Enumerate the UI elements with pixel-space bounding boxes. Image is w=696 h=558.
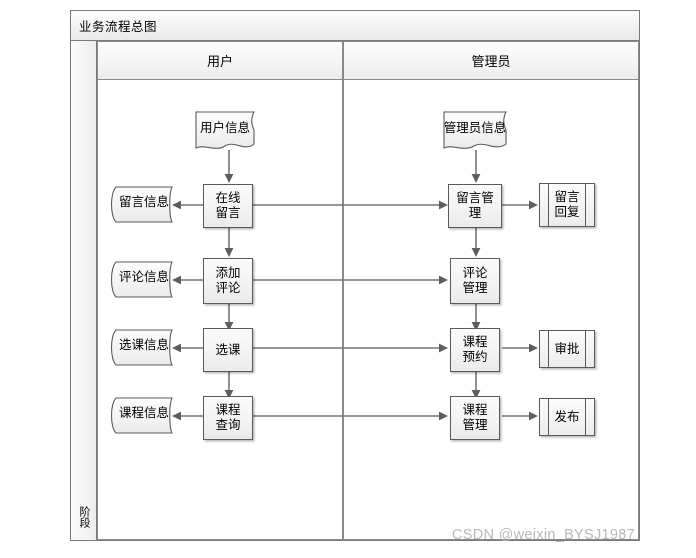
node-msg-mgmt[interactable]: 留言管理 [448,184,502,228]
connector-online-msg-to-msg-info [172,198,206,212]
node-user-info[interactable]: 用户信息 [190,110,260,152]
connector-add-comment-to-comment-info [172,273,206,287]
lane-header-user-label: 用户 [206,55,233,70]
node-msg-info[interactable]: 留言信息 [108,184,180,226]
node-query-course[interactable]: 课程查询 [203,396,253,440]
node-online-msg[interactable]: 在线留言 [203,184,253,228]
phase-label: 阶段 [78,506,91,528]
node-publish[interactable]: 发布 [539,398,595,436]
connector-msg-mgmt-to-msg-reply [502,198,538,212]
connector-add-comment-to-select-course [222,304,236,332]
node-comment-mgmt[interactable]: 评论管理 [450,258,500,304]
node-course-sel-info[interactable]: 选课信息 [108,327,180,369]
connector-admin-info-to-msg-mgmt [469,150,483,184]
node-comment-mgmt-label: 评论管理 [462,265,488,295]
node-comment-info[interactable]: 评论信息 [108,259,180,301]
node-add-comment-label: 添加评论 [215,265,241,295]
node-course-booking[interactable]: 课程预约 [450,328,500,372]
node-approve[interactable]: 审批 [539,330,595,368]
lane-header-admin: 管理员 [343,41,639,80]
node-query-course-label: 课程查询 [215,402,241,432]
node-add-comment[interactable]: 添加评论 [203,258,253,304]
lane-header-admin-label: 管理员 [471,55,511,70]
node-course-booking-label: 课程预约 [462,334,488,364]
lane-body-admin [343,80,639,540]
connector-select-course-to-course-booking [253,341,448,355]
connector-user-info-to-online-msg [222,150,236,184]
node-select-course[interactable]: 选课 [203,328,253,372]
node-admin-info[interactable]: 管理员信息 [438,110,512,152]
diagram-title-bar: 业务流程总图 [70,10,640,41]
lane-header-user: 用户 [97,41,343,80]
connector-course-mgmt-to-publish [502,409,538,423]
connector-comment-mgmt-to-course-booking [469,304,483,332]
node-course-mgmt-label: 课程管理 [462,402,488,432]
node-msg-mgmt-label: 留言管理 [456,190,494,220]
node-select-course-label: 选课 [215,341,241,357]
connector-query-course-to-course-info [172,409,206,423]
connector-online-msg-to-msg-mgmt [253,198,448,212]
node-online-msg-label: 在线留言 [215,190,241,220]
connector-online-msg-to-add-comment [222,228,236,258]
phase-strip [71,41,97,540]
node-msg-reply-label: 留言回复 [554,189,580,219]
connector-select-course-to-query-course [222,372,236,400]
node-msg-reply[interactable]: 留言回复 [539,183,595,227]
node-publish-label: 发布 [554,408,580,424]
watermark: CSDN @weixin_BYSJ1987 [452,527,636,543]
node-course-info[interactable]: 课程信息 [108,395,180,437]
connector-msg-mgmt-to-comment-mgmt [469,228,483,258]
connector-course-booking-to-approve [502,341,538,355]
connector-course-booking-to-course-mgmt [469,372,483,400]
lane-body-user [97,80,343,540]
node-course-mgmt[interactable]: 课程管理 [450,396,500,440]
connector-query-course-to-course-mgmt [253,409,448,423]
page-title: 业务流程总图 [79,19,158,34]
connector-select-course-to-course-sel-info [172,341,206,355]
connector-add-comment-to-comment-mgmt [253,273,448,287]
node-approve-label: 审批 [554,340,580,356]
